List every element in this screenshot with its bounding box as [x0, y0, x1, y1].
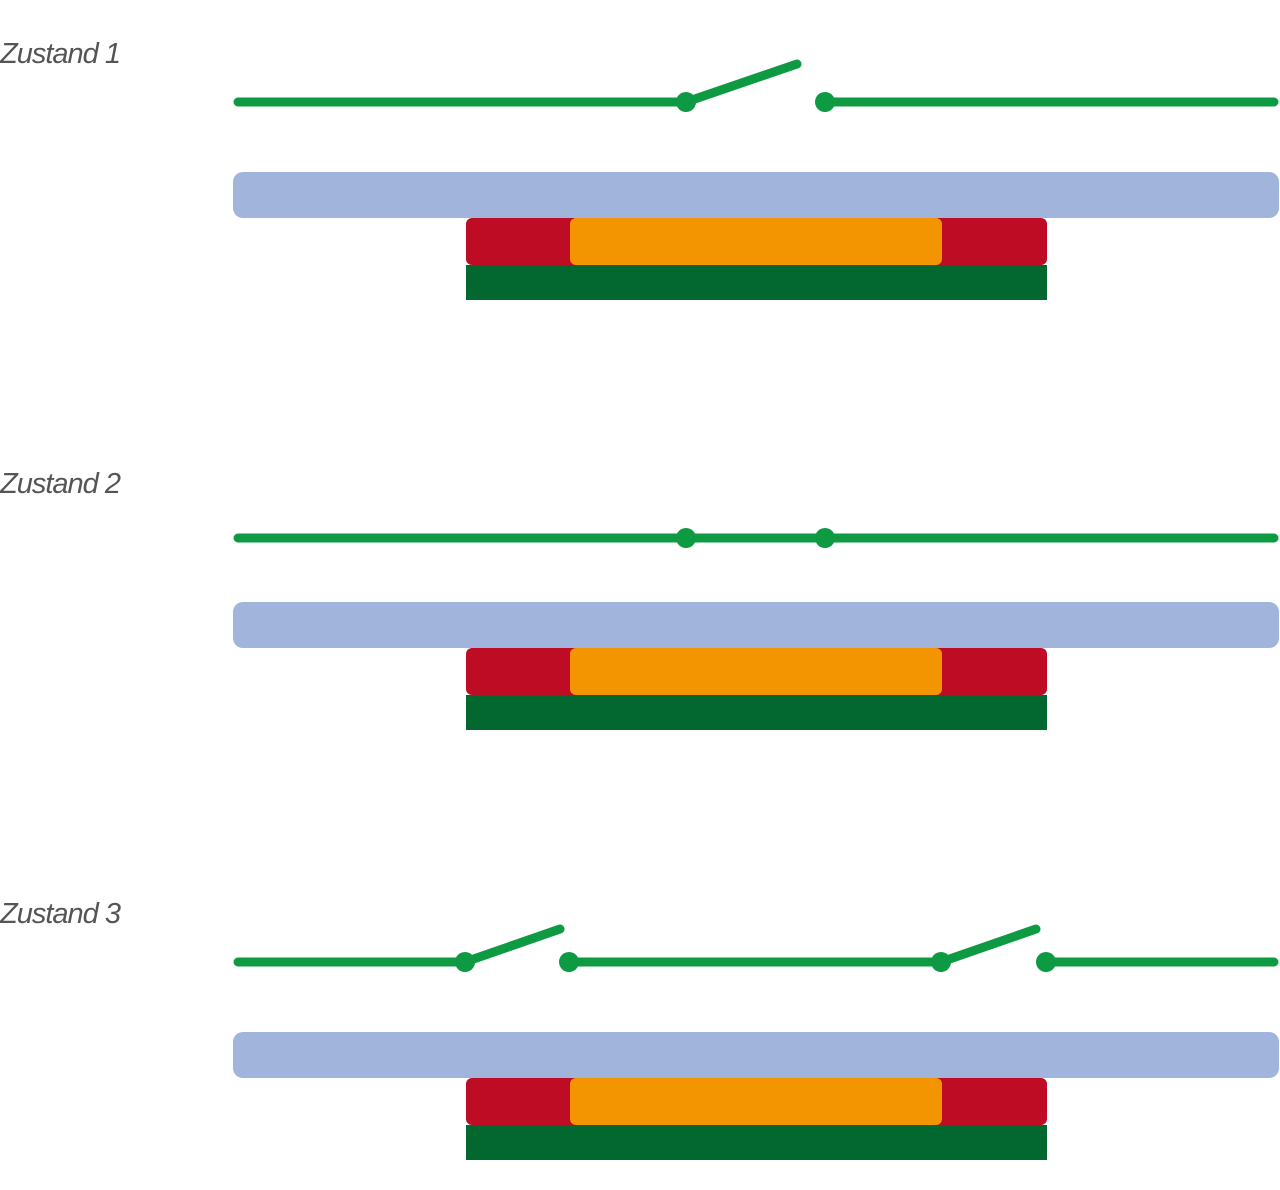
base-layer — [466, 695, 1047, 730]
state-3-layer-stack — [233, 1032, 1279, 1160]
core-layer — [570, 1078, 942, 1125]
state-3-group — [233, 924, 1279, 1160]
switch-1-pivot — [455, 952, 475, 972]
state-1-group — [233, 59, 1279, 300]
switch-2-pivot — [931, 952, 951, 972]
state-2-label: Zustand 2 — [0, 468, 121, 500]
state-1-circuit — [233, 59, 1279, 112]
switch-1-blade-open — [460, 924, 565, 967]
switch-blade-open — [681, 59, 802, 107]
glass-pane — [233, 602, 1279, 648]
state-1-label: Zustand 1 — [0, 38, 121, 70]
state-1-layer-stack — [233, 172, 1279, 300]
base-layer — [466, 1125, 1047, 1160]
state-2-group — [233, 528, 1279, 730]
base-layer — [466, 265, 1047, 300]
core-layer — [570, 648, 942, 695]
state-2-layer-stack — [233, 602, 1279, 730]
state-2-circuit — [233, 528, 1279, 548]
glass-pane — [233, 1032, 1279, 1078]
switch-pivot — [676, 528, 696, 548]
glass-pane — [233, 172, 1279, 218]
switch-pivot — [676, 92, 696, 112]
state-3-label: Zustand 3 — [0, 898, 121, 930]
core-layer — [570, 218, 942, 265]
state-3-circuit — [233, 924, 1279, 972]
switch-2-blade-open — [936, 924, 1041, 967]
